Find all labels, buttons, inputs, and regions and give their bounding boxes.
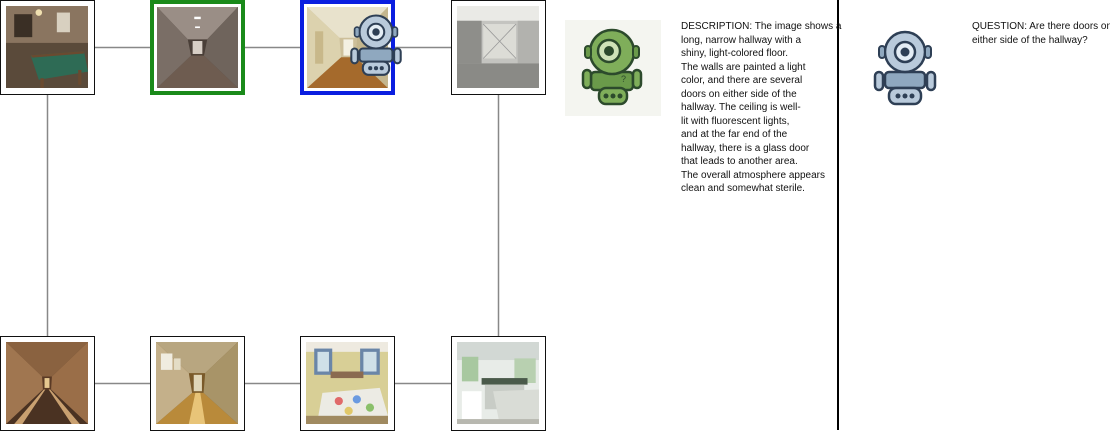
description-text: DESCRIPTION: The image shows a long, nar… xyxy=(681,20,841,196)
description-line: long, narrow hallway with a xyxy=(681,34,802,46)
description-line: shiny, light-colored floor. xyxy=(681,48,789,59)
description-line: lit with fluorescent lights, xyxy=(681,115,790,127)
panel-divider xyxy=(837,0,839,430)
question-line: either side of the hallway? xyxy=(972,34,1088,46)
description-line: hallway, there is a glass door xyxy=(681,142,810,154)
room-photo xyxy=(306,342,388,424)
question-text: QUESTION: Are there doors on either side… xyxy=(972,20,1110,47)
question-line: QUESTION: Are there doors on xyxy=(972,21,1110,32)
description-line: doors on either side of the xyxy=(681,88,797,100)
room-photo xyxy=(157,7,238,88)
description-line: color, and there are several xyxy=(681,75,803,86)
graph-node-shiny-hallway xyxy=(150,336,245,431)
graph-node-dim-corridor xyxy=(150,0,245,95)
description-line: DESCRIPTION: The image shows a xyxy=(681,21,842,32)
description-line: clean and somewhat sterile. xyxy=(681,183,805,194)
svg-text:?: ? xyxy=(621,74,626,84)
room-photo xyxy=(156,342,238,424)
description-line: and at the far end of the xyxy=(681,129,788,140)
room-photo xyxy=(6,6,88,88)
graph-node-billiard-room xyxy=(0,0,95,95)
room-photo xyxy=(457,342,539,424)
navigation-graph xyxy=(0,0,546,431)
graph-node-long-corridor xyxy=(0,336,95,431)
graph-node-kitchen xyxy=(451,336,546,431)
room-photo xyxy=(457,6,539,88)
description-line: that leads to another area. xyxy=(681,156,798,167)
room-photo xyxy=(6,342,88,424)
agent-robot-icon xyxy=(348,12,404,80)
green-robot-icon: ? xyxy=(565,20,661,116)
blue-robot-icon xyxy=(871,28,939,110)
graph-node-empty-garage xyxy=(451,0,546,95)
description-line: The overall atmosphere appears xyxy=(681,169,825,181)
description-line: hallway. The ceiling is well- xyxy=(681,102,801,113)
graph-node-bedroom xyxy=(300,336,395,431)
description-line: The walls are painted a light xyxy=(681,61,806,73)
